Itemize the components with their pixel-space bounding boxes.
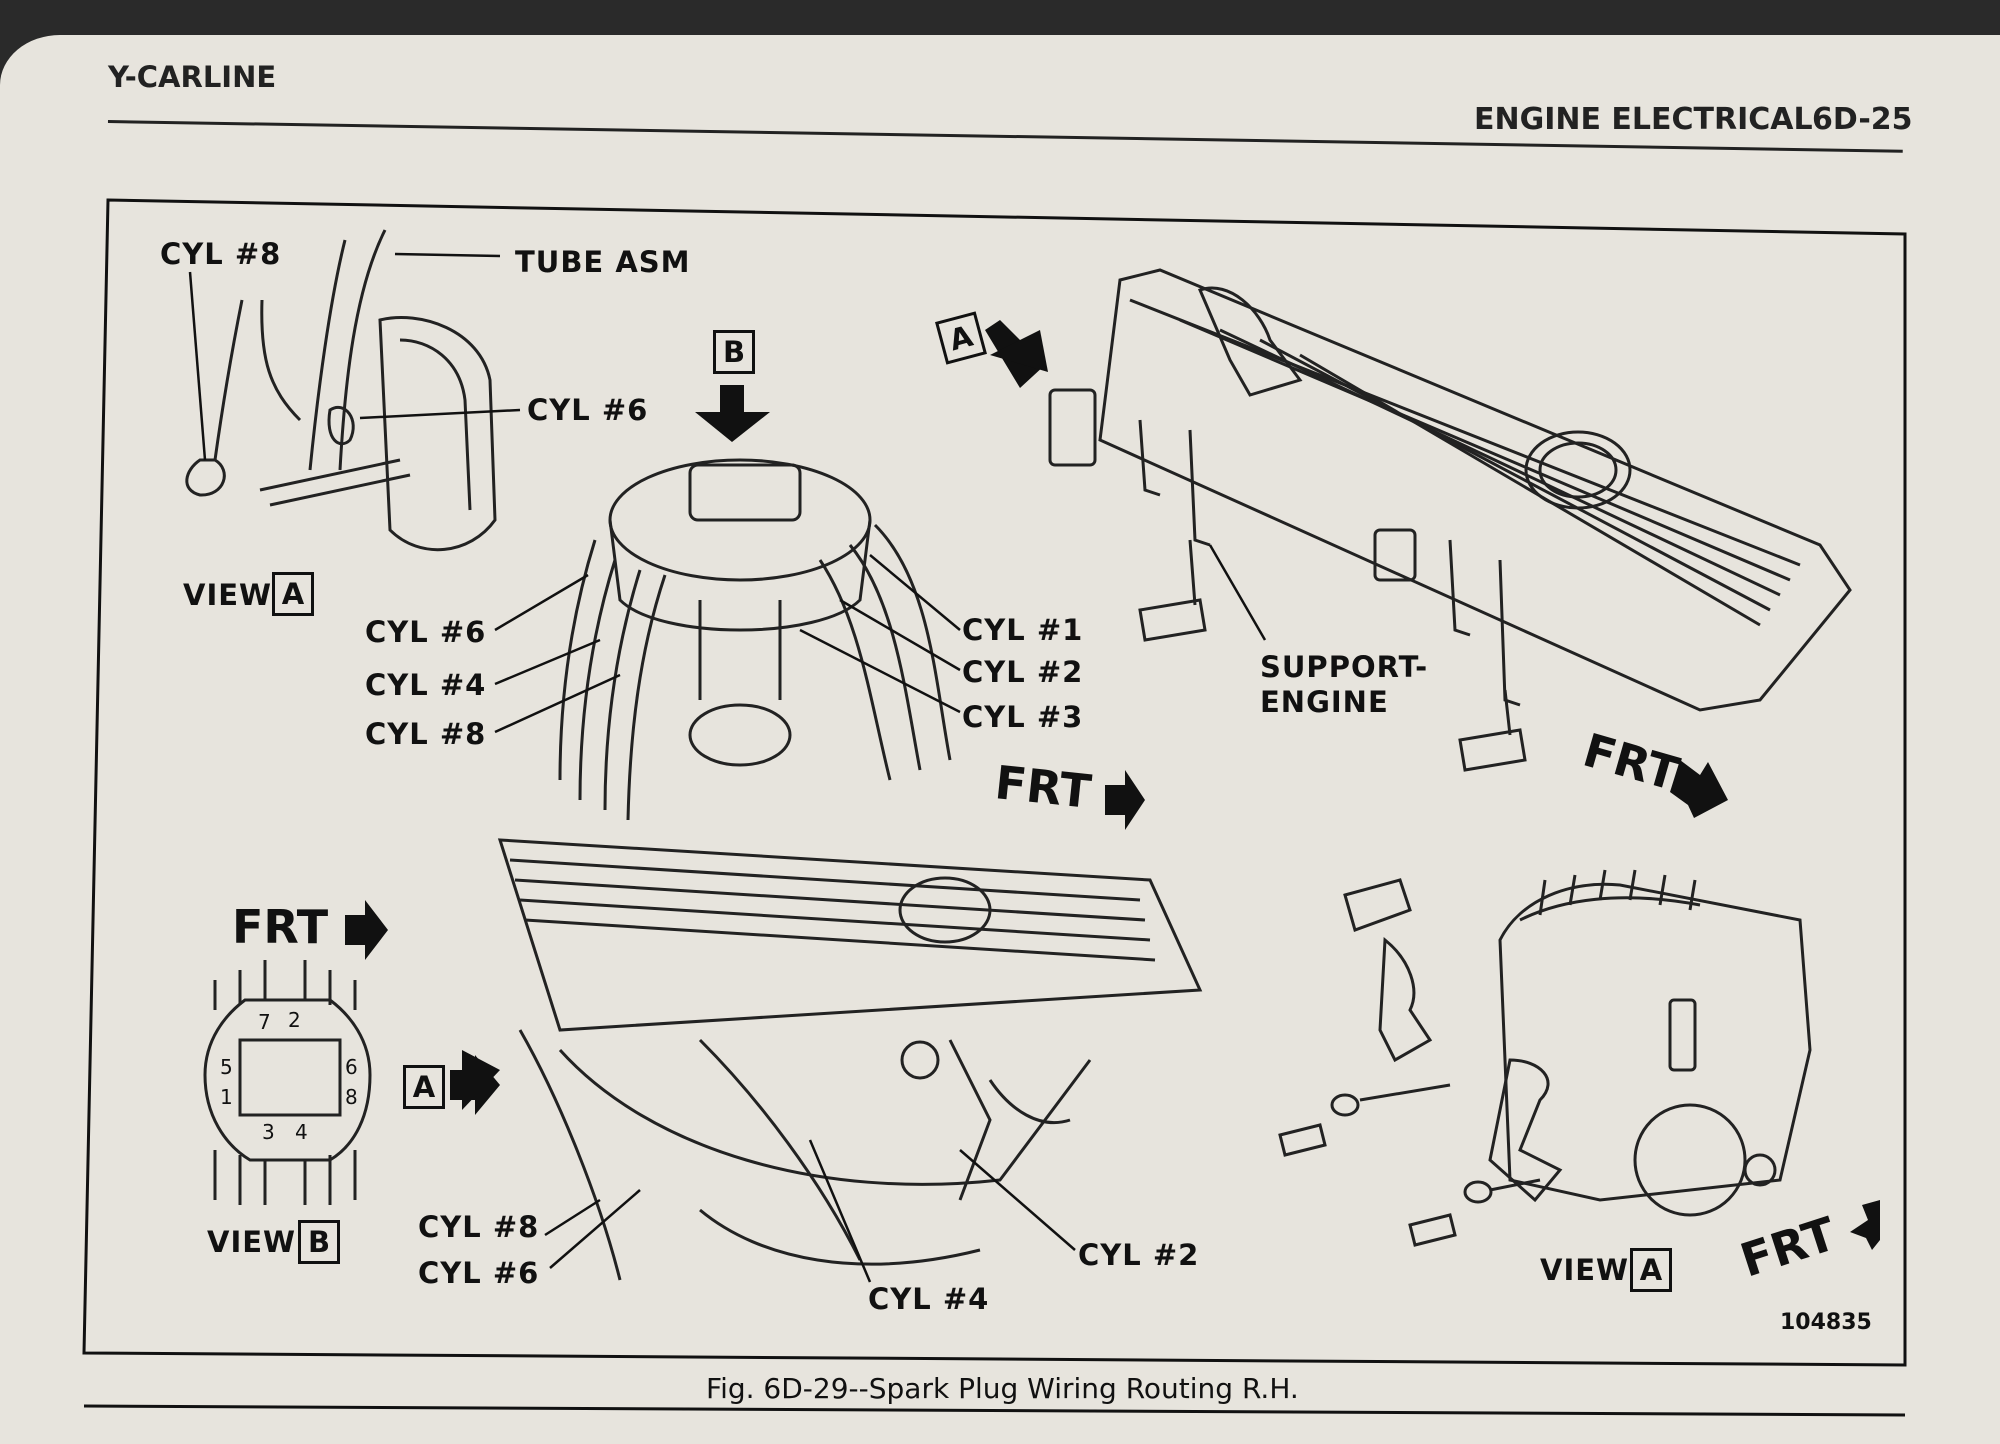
label-cyl8-top: CYL #8	[160, 237, 282, 271]
label-frt-left: FRT	[232, 900, 329, 954]
label-support-engine-2: ENGINE	[1260, 685, 1389, 719]
section-title: ENGINE ELECTRICAL	[1474, 102, 1813, 137]
label-cyl4-bottom: CYL #4	[868, 1282, 990, 1316]
cap-number-5: 5	[220, 1055, 234, 1079]
valve-cover-top-right	[1048, 268, 1852, 772]
box-b-bottom: B	[298, 1220, 340, 1264]
leader-lines	[188, 252, 521, 461]
cap-number-2: 2	[288, 1008, 302, 1032]
label-cyl6-top: CYL #6	[527, 393, 649, 427]
box-b-top: B	[713, 330, 755, 374]
cap-number-1: 1	[220, 1085, 234, 1109]
view-a-arrow-bottom	[462, 1050, 500, 1110]
label-frt-center: FRT	[992, 755, 1094, 819]
label-cyl8-left: CYL #8	[365, 717, 487, 751]
label-cyl4-left: CYL #4	[365, 668, 487, 702]
bottom-rule	[83, 1404, 1906, 1417]
label-cyl2: CYL #2	[962, 655, 1084, 689]
label-cyl2-bottom: CYL #2	[1078, 1238, 1200, 1272]
distributor-and-engine	[497, 458, 1203, 1281]
label-view-a-bottom: VIEW	[1540, 1253, 1630, 1287]
cap-number-8: 8	[345, 1085, 359, 1109]
label-cyl1: CYL #1	[962, 613, 1084, 647]
frt-arrow-shapes	[345, 760, 1880, 1250]
label-cyl6-bottom: CYL #6	[418, 1256, 540, 1290]
cap-number-4: 4	[295, 1120, 309, 1144]
support-leaders	[1208, 544, 1267, 641]
cap-number-7: 7	[258, 1010, 272, 1034]
view-a-top-drawing	[185, 229, 497, 552]
cap-number-3: 3	[262, 1120, 276, 1144]
view-a-arrow-top	[985, 320, 1048, 388]
view-a-bottom-drawing	[1278, 869, 1812, 1247]
cyl-leader-lines	[494, 554, 1076, 1283]
box-a-engine: A	[403, 1065, 445, 1109]
label-view-b: VIEW	[207, 1225, 297, 1259]
label-view-a-top: VIEW	[183, 578, 273, 612]
label-tube-asm: TUBE ASM	[515, 245, 691, 279]
view-b-cap-diagram	[203, 960, 372, 1205]
cap-number-6: 6	[345, 1055, 359, 1079]
figure-id-number: 104835	[1780, 1310, 1872, 1335]
label-support-engine-1: SUPPORT-	[1260, 650, 1429, 684]
label-cyl3: CYL #3	[962, 700, 1084, 734]
box-a-top: A	[272, 572, 314, 616]
view-b-arrow	[695, 385, 770, 442]
box-a-bottom: A	[1630, 1248, 1672, 1292]
figure-caption: Fig. 6D-29--Spark Plug Wiring Routing R.…	[706, 1372, 1299, 1405]
carline-header: Y-CARLINE	[108, 60, 277, 94]
label-cyl8-bottom: CYL #8	[418, 1210, 540, 1244]
page-number: 6D-25	[1812, 102, 1913, 137]
figure-frame	[82, 198, 1907, 1367]
label-cyl6-left: CYL #6	[365, 615, 487, 649]
